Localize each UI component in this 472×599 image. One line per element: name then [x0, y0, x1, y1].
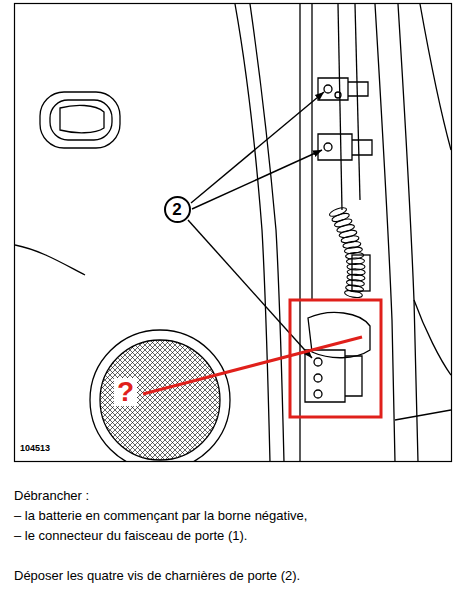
tube-ring	[343, 240, 362, 249]
hinge	[308, 312, 370, 357]
instruction-text: Déposer les quatre vis de charnières de …	[14, 568, 300, 584]
figure-number: 104513	[20, 443, 50, 454]
tube-ring	[344, 289, 363, 298]
hinge-screw	[314, 390, 322, 398]
hinge-screw	[314, 374, 322, 382]
door-post	[338, 4, 342, 210]
tube-ring	[336, 223, 355, 234]
hinge	[318, 78, 348, 100]
body-panel	[420, 4, 451, 150]
body-panel	[414, 300, 451, 375]
highlight-box	[290, 300, 381, 417]
handle-recess	[50, 100, 112, 140]
callout-number: 2	[172, 201, 181, 218]
door-panel	[15, 4, 451, 461]
tube-ring	[334, 217, 353, 228]
question-mark: ?	[114, 378, 137, 406]
hinge-screw	[335, 92, 341, 98]
callout-circle: 2	[164, 196, 191, 223]
hinge	[352, 140, 372, 155]
handle-recess	[40, 92, 120, 148]
trim-edge	[235, 4, 270, 461]
leader-arrow	[192, 150, 322, 209]
hinge-screw	[324, 85, 332, 93]
body-panel	[375, 4, 395, 461]
speaker-ring	[90, 330, 230, 461]
body-panel	[398, 4, 418, 461]
door-post	[299, 4, 300, 461]
tube-ring	[331, 212, 350, 224]
harness-tube	[328, 206, 365, 299]
leader-arrow	[188, 220, 312, 358]
trim-line	[15, 245, 85, 275]
tube-ring	[345, 284, 364, 293]
instruction-text: – la batterie en commençant par la borne…	[14, 508, 307, 524]
tube-ring	[328, 206, 347, 218]
speaker-grille	[100, 340, 220, 460]
highlight-line	[143, 337, 362, 394]
hinge	[348, 82, 368, 96]
hinge	[345, 356, 362, 396]
hinge	[318, 134, 352, 160]
instruction-text: – le connecteur du faisceau de porte (1)…	[14, 528, 247, 544]
leader-arrows	[188, 92, 324, 358]
tube-ring	[341, 235, 360, 244]
trim-edge	[250, 4, 284, 461]
figure-frame	[15, 4, 452, 462]
hinge-screw	[324, 143, 332, 151]
instruction-text: Débrancher :	[14, 488, 89, 504]
tube-ring	[338, 229, 357, 239]
door-post	[311, 4, 312, 300]
body-panel	[395, 410, 451, 420]
leader-arrow	[191, 92, 324, 203]
hinge-screw	[314, 358, 322, 366]
door-post	[355, 4, 360, 200]
door-handle	[60, 105, 104, 132]
